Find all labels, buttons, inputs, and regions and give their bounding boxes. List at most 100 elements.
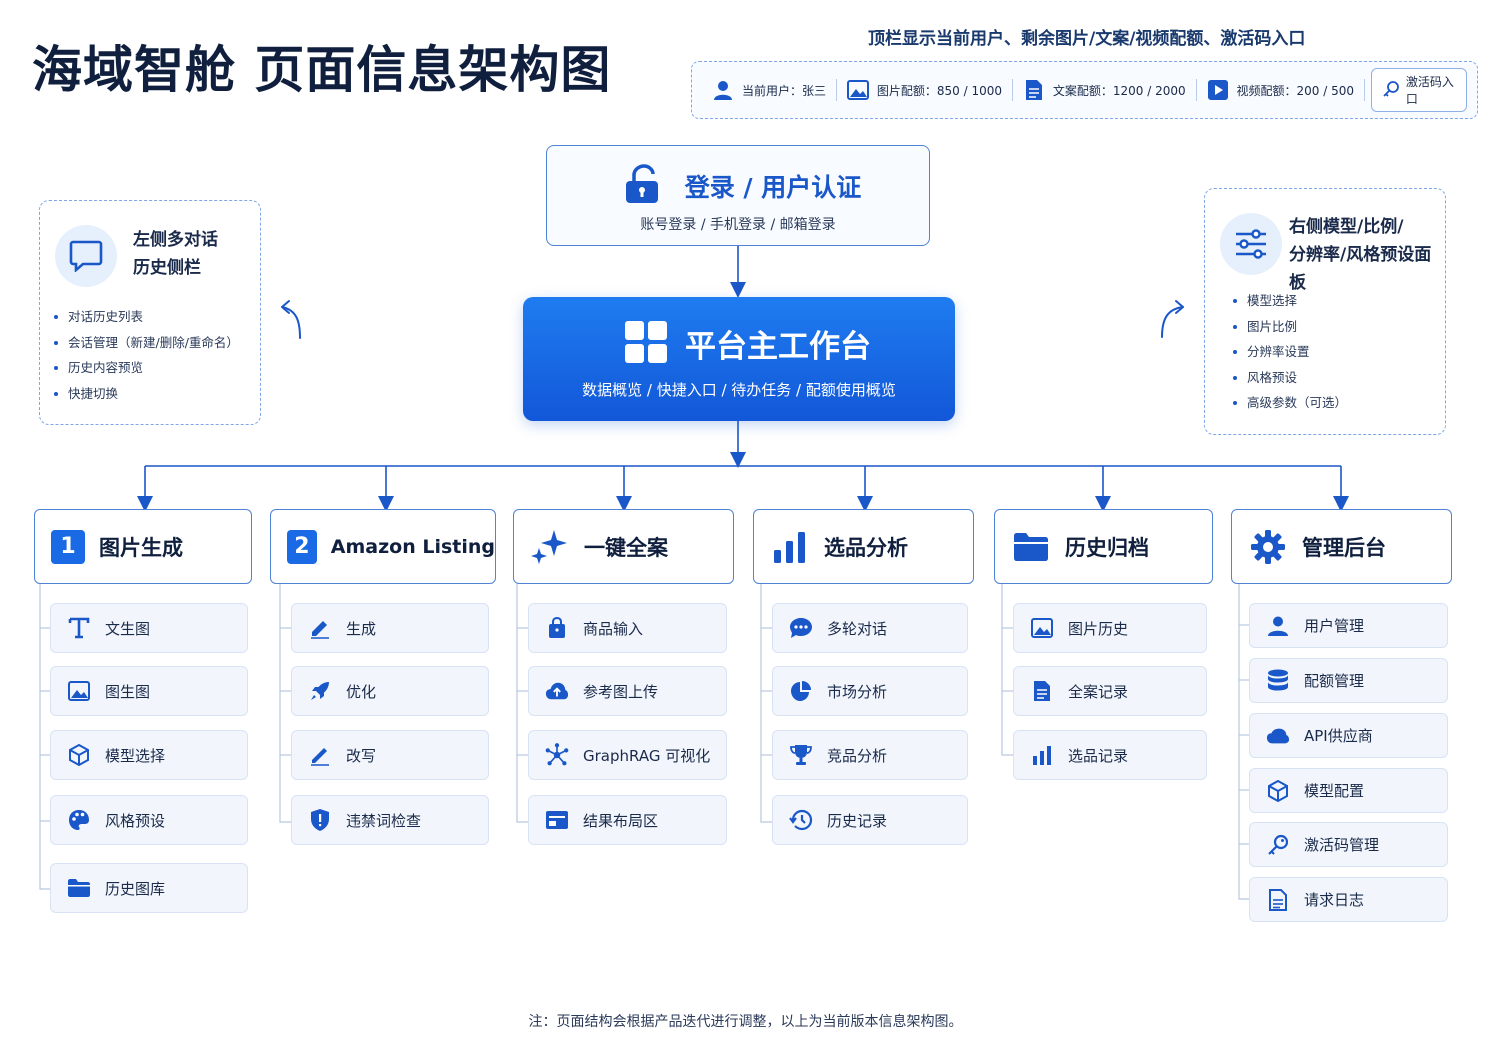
login-title: 登录 / 用户认证 (684, 173, 862, 202)
sub-item-optimize[interactable]: 优化 (291, 666, 489, 716)
sub-item-history-records[interactable]: 历史记录 (772, 795, 968, 845)
list-item: 模型选择 (1231, 288, 1347, 314)
divider (836, 79, 837, 101)
current-user: 当前用户：张三 (702, 78, 836, 102)
edit-pen-icon (308, 616, 332, 640)
sub-item-label: 全案记录 (1068, 682, 1129, 701)
list-item: 高级参数（可选） (1231, 390, 1347, 416)
key-icon (1266, 833, 1290, 857)
chat-dots-icon (789, 616, 813, 640)
category-one-click-plan[interactable]: 一键全案 (513, 509, 734, 584)
list-item: 快捷切换 (52, 381, 239, 407)
image-icon (1030, 616, 1054, 640)
sub-item-product-input[interactable]: 商品输入 (528, 603, 727, 653)
rocket-icon (308, 679, 332, 703)
sub-item-plan-records[interactable]: 全案记录 (1013, 666, 1207, 716)
sub-item-user-management[interactable]: 用户管理 (1249, 603, 1448, 648)
login-node[interactable]: 登录 / 用户认证 账号登录 / 手机登录 / 邮箱登录 (546, 145, 930, 246)
sub-item-model-select[interactable]: 模型选择 (50, 730, 248, 780)
gear-icon (1248, 527, 1288, 567)
sub-item-label: 违禁词检查 (346, 811, 422, 830)
sub-item-label: 历史记录 (827, 811, 888, 830)
sub-item-image-history[interactable]: 图片历史 (1013, 603, 1207, 653)
sub-item-label: 配额管理 (1304, 672, 1365, 690)
video-quota-label: 视频配额：200 / 500 (1236, 83, 1355, 98)
sub-item-label: 图生图 (105, 682, 151, 701)
activation-code-button[interactable]: 激活码入口 (1370, 68, 1467, 112)
sub-item-style-preset[interactable]: 风格预设 (50, 795, 248, 845)
folder-icon (67, 876, 91, 900)
category-amazon-listing[interactable]: 2 Amazon Listing (270, 509, 496, 584)
category-admin[interactable]: 管理后台 (1231, 509, 1452, 584)
left-panel-title: 左侧多对话 历史侧栏 (133, 226, 218, 282)
image-icon (846, 79, 869, 101)
category-label: 管理后台 (1302, 535, 1386, 560)
trophy-icon (789, 743, 813, 767)
sparkle-icon (530, 527, 570, 567)
sub-item-selection-records[interactable]: 选品记录 (1013, 730, 1207, 780)
sub-item-label: 结果布局区 (583, 811, 659, 830)
sub-item-rewrite[interactable]: 改写 (291, 730, 489, 780)
folder-icon (1011, 527, 1051, 567)
category-label: 历史归档 (1065, 535, 1149, 560)
cloud-upload-icon (545, 679, 569, 703)
sub-item-label: 改写 (346, 746, 377, 765)
sub-item-label: 模型配置 (1304, 782, 1365, 800)
sub-item-label: 选品记录 (1068, 746, 1129, 765)
copy-quota-label: 文案配额：1200 / 2000 (1052, 83, 1186, 98)
sub-item-graphrag[interactable]: GraphRAG 可视化 (528, 730, 727, 780)
sub-item-api-provider[interactable]: API供应商 (1249, 713, 1448, 758)
grid-icon (625, 321, 667, 363)
sub-item-market-analysis[interactable]: 市场分析 (772, 666, 968, 716)
category-image-generation[interactable]: 1 图片生成 (34, 509, 252, 584)
sub-item-label: 请求日志 (1304, 891, 1365, 909)
list-item: 对话历史列表 (52, 304, 239, 330)
pie-chart-icon (789, 679, 813, 703)
divider (1364, 79, 1365, 101)
sub-item-image-to-image[interactable]: 图生图 (50, 666, 248, 716)
image-quota: 图片配额：850 / 1000 (837, 78, 1012, 102)
footnote: 注：页面结构会根据产品迭代进行调整，以上为当前版本信息架构图。 (528, 1014, 963, 1030)
left-panel-title-line2: 历史侧栏 (133, 258, 201, 278)
sub-item-text-to-image[interactable]: 文生图 (50, 603, 248, 653)
cube-icon (1266, 779, 1290, 803)
document-icon (1023, 79, 1045, 101)
copy-quota: 文案配额：1200 / 2000 (1013, 78, 1196, 102)
sub-item-banned-words[interactable]: 违禁词检查 (291, 795, 489, 845)
category-label: 一键全案 (584, 535, 668, 560)
divider (1012, 79, 1013, 101)
sub-item-result-layout[interactable]: 结果布局区 (528, 795, 727, 845)
page-title: 海域智舱 页面信息架构图 (32, 41, 612, 99)
current-user-label: 当前用户：张三 (742, 83, 827, 98)
bar-chart-icon (770, 527, 810, 567)
sub-item-reference-upload[interactable]: 参考图上传 (528, 666, 727, 716)
workbench-title: 平台主工作台 (685, 329, 871, 365)
category-label: Amazon Listing (330, 535, 495, 558)
sub-item-label: 文生图 (105, 619, 151, 638)
sub-item-label: 商品输入 (583, 619, 644, 638)
pencil-icon (308, 743, 332, 767)
category-history-archive[interactable]: 历史归档 (994, 509, 1213, 584)
login-subtitle: 账号登录 / 手机登录 / 邮箱登录 (640, 217, 836, 233)
sub-item-request-logs[interactable]: 请求日志 (1249, 877, 1448, 922)
sub-item-label: 生成 (346, 619, 377, 638)
palette-icon (67, 808, 91, 832)
sub-item-activation-codes[interactable]: 激活码管理 (1249, 822, 1448, 867)
sub-item-label: 优化 (346, 682, 377, 701)
divider (1195, 79, 1197, 101)
right-panel-title: 右侧模型/比例/ 分辨率/风格预设面板 (1289, 213, 1445, 297)
image-icon (67, 679, 91, 703)
list-item: 分辨率设置 (1231, 339, 1347, 365)
category-product-analysis[interactable]: 选品分析 (753, 509, 974, 584)
category-number-badge: 1 (51, 529, 85, 564)
left-panel-list: 对话历史列表 会话管理（新建/删除/重命名） 历史内容预览 快捷切换 (52, 304, 239, 406)
sub-item-generate[interactable]: 生成 (291, 603, 489, 653)
sub-item-history-gallery[interactable]: 历史图库 (50, 863, 248, 913)
sub-item-quota-management[interactable]: 配额管理 (1249, 658, 1448, 703)
sub-item-competitor-analysis[interactable]: 竞品分析 (772, 730, 968, 780)
sub-item-multi-turn-chat[interactable]: 多轮对话 (772, 603, 968, 653)
workbench-node[interactable]: 平台主工作台 数据概览 / 快捷入口 / 待办任务 / 配额使用概览 (523, 297, 955, 421)
left-history-panel: 左侧多对话 历史侧栏 对话历史列表 会话管理（新建/删除/重命名） 历史内容预览… (39, 200, 261, 425)
sub-item-model-config[interactable]: 模型配置 (1249, 768, 1448, 813)
layout-panel-icon (545, 808, 569, 832)
